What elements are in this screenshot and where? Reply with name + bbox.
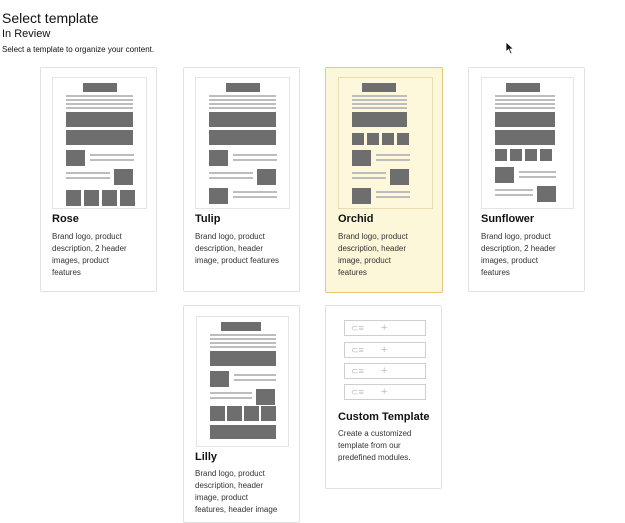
module-slot[interactable]: ⊂≡ +	[344, 384, 426, 400]
template-name: Rose	[52, 213, 79, 225]
status-label: In Review	[2, 28, 51, 40]
template-name: Sunflower	[481, 213, 535, 225]
plus-icon: +	[381, 365, 388, 377]
page-title: Select template	[2, 10, 99, 26]
module-icon: ⊂≡	[351, 387, 364, 397]
template-card-rose[interactable]: Rose Brand logo, product description, 2 …	[40, 67, 157, 292]
template-preview-rose	[52, 77, 147, 209]
template-description: Brand logo, product description, 2 heade…	[481, 232, 556, 277]
template-card-lilly[interactable]: Lilly Brand logo, product description, h…	[183, 305, 300, 523]
module-icon: ⊂≡	[351, 345, 364, 355]
template-card-tulip[interactable]: Tulip Brand logo, product description, h…	[183, 67, 300, 292]
template-card-orchid[interactable]: Orchid Brand logo, product description, …	[325, 67, 443, 293]
template-description: Brand logo, product description, header …	[338, 232, 408, 277]
module-icon: ⊂≡	[351, 366, 364, 376]
template-card-custom[interactable]: ⊂≡ + ⊂≡ + ⊂≡ + ⊂≡ + Custom Template Crea…	[325, 305, 442, 489]
module-slot[interactable]: ⊂≡ +	[344, 342, 426, 358]
template-preview-orchid	[338, 77, 433, 209]
plus-icon: +	[381, 386, 388, 398]
module-icon: ⊂≡	[351, 323, 364, 333]
template-name: Orchid	[338, 213, 374, 225]
template-card-sunflower[interactable]: Sunflower Brand logo, product descriptio…	[468, 67, 585, 292]
module-slot[interactable]: ⊂≡ +	[344, 320, 426, 336]
template-preview-sunflower	[481, 77, 574, 209]
template-description: Brand logo, product description, header …	[195, 469, 278, 514]
instruction-text: Select a template to organize your conte…	[2, 45, 155, 54]
template-preview-tulip	[195, 77, 290, 209]
template-name: Lilly	[195, 451, 218, 463]
template-name: Tulip	[195, 213, 221, 225]
module-slot[interactable]: ⊂≡ +	[344, 363, 426, 379]
template-name: Custom Template	[338, 411, 430, 423]
template-preview-lilly	[196, 316, 289, 447]
template-description: Brand logo, product description, header …	[195, 232, 280, 265]
template-description: Create a customized template from our pr…	[338, 429, 412, 462]
plus-icon: +	[381, 322, 388, 334]
template-description: Brand logo, product description, 2 heade…	[52, 232, 127, 277]
mouse-cursor-icon	[505, 41, 514, 55]
plus-icon: +	[381, 344, 388, 356]
